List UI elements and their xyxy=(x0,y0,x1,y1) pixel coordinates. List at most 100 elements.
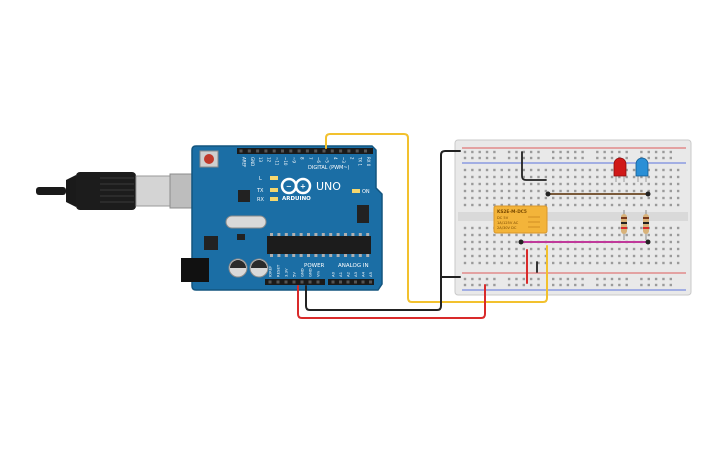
digital-pin[interactable] xyxy=(289,149,293,153)
chip-pin xyxy=(292,233,296,236)
breadboard-hole xyxy=(574,189,577,193)
resistor-2[interactable] xyxy=(643,210,649,240)
power-analog-header[interactable] xyxy=(265,279,374,285)
breadboard-rail-hole xyxy=(581,156,584,160)
voltage-regulator xyxy=(204,236,218,250)
breadboard-hole xyxy=(632,261,636,265)
power-pin[interactable] xyxy=(284,280,288,284)
digital-pin[interactable] xyxy=(264,149,268,153)
breadboard-hole xyxy=(493,240,496,244)
breadboard-rail-hole xyxy=(529,156,533,160)
breadboard-hole xyxy=(603,203,606,207)
analog-pin[interactable] xyxy=(354,280,357,284)
resistor-1[interactable] xyxy=(621,210,627,240)
usb-cable[interactable] xyxy=(36,172,201,210)
breadboard-hole xyxy=(669,226,672,230)
breadboard-hole xyxy=(640,189,643,193)
digital-pin[interactable] xyxy=(330,149,334,153)
digital-pin[interactable] xyxy=(355,149,359,153)
digital-pin[interactable] xyxy=(297,149,301,153)
chip-pin xyxy=(366,254,370,257)
digital-pin[interactable] xyxy=(339,149,343,153)
analog-pin[interactable] xyxy=(369,280,372,284)
digital-pin[interactable] xyxy=(347,149,351,153)
breadboard-hole xyxy=(566,261,570,265)
breadboard-rail-hole xyxy=(515,150,518,154)
digital-pin[interactable] xyxy=(272,149,276,153)
analog-pin[interactable] xyxy=(361,280,365,284)
analog-pin[interactable] xyxy=(331,280,335,284)
breadboard-hole xyxy=(581,189,584,193)
power-pin[interactable] xyxy=(308,280,312,284)
digital-pin[interactable] xyxy=(256,149,260,153)
breadboard-hole xyxy=(493,233,496,237)
led-blue[interactable] xyxy=(635,157,649,182)
led-tx-label: TX xyxy=(256,188,264,194)
digital-header[interactable] xyxy=(237,148,373,154)
breadboard-hole xyxy=(662,254,665,258)
relay-line1: DC 5V xyxy=(497,216,509,220)
power-pin[interactable] xyxy=(276,280,280,284)
breadboard-rail-hole xyxy=(618,150,621,154)
analog-pin-label: A2 xyxy=(346,271,351,277)
breadboard[interactable] xyxy=(454,139,692,296)
breadboard-hole xyxy=(471,168,474,172)
breadboard-rail-hole xyxy=(471,150,474,154)
relay-module[interactable]: KS2E-M-DC5 DC 5V 1A/125V AC 2A/30V DC xyxy=(493,205,548,234)
breadboard-hole xyxy=(625,196,628,200)
usb-plug-body xyxy=(76,172,136,210)
breadboard-hole xyxy=(507,182,511,186)
digital-pin[interactable] xyxy=(281,149,284,153)
breadboard-hole xyxy=(610,168,614,172)
chip-pin xyxy=(277,254,281,257)
breadboard-rail-hole xyxy=(566,283,570,287)
breadboard-hole xyxy=(515,175,518,179)
breadboard-hole xyxy=(529,182,533,186)
digital-pin[interactable] xyxy=(305,149,309,153)
breadboard-rail-hole xyxy=(515,283,518,287)
breadboard-hole xyxy=(662,168,665,172)
analog-pin[interactable] xyxy=(346,280,350,284)
breadboard-rail-hole xyxy=(610,277,614,281)
analog-pin[interactable] xyxy=(339,280,342,284)
led-red[interactable] xyxy=(613,157,627,182)
wire-black-jumper[interactable] xyxy=(521,151,547,181)
breadboard-rail-hole xyxy=(574,150,577,154)
icsp-header xyxy=(357,205,369,223)
wire-endpoint xyxy=(645,239,651,245)
breadboard-hole xyxy=(654,254,658,258)
breadboard-hole xyxy=(588,261,592,265)
breadboard-hole xyxy=(581,203,584,207)
breadboard-hole xyxy=(647,261,650,265)
digital-pin[interactable] xyxy=(247,149,251,153)
reset-button-cap[interactable] xyxy=(204,154,214,164)
breadboard-hole xyxy=(625,182,628,186)
digital-pin[interactable] xyxy=(322,149,326,153)
breadboard-hole xyxy=(478,261,481,265)
power-pin[interactable] xyxy=(316,280,320,284)
power-pin[interactable] xyxy=(300,280,304,284)
breadboard-hole xyxy=(676,168,680,172)
breadboard-rail-hole xyxy=(493,277,496,281)
breadboard-hole xyxy=(471,226,474,230)
arduino-uno-board[interactable]: L TX RX ON − + UNO ARDUINO DIGITAL (PWM~… xyxy=(181,145,383,291)
power-pin[interactable] xyxy=(292,280,296,284)
breadboard-hole xyxy=(478,189,481,193)
digital-pin[interactable] xyxy=(314,149,318,153)
analog-pin-label: A1 xyxy=(338,271,343,277)
digital-pin[interactable] xyxy=(364,149,367,153)
breadboard-hole xyxy=(574,226,577,230)
digital-pin[interactable] xyxy=(239,149,243,153)
breadboard-hole xyxy=(552,247,555,251)
breadboard-hole xyxy=(610,196,614,200)
wire-black-gnd[interactable] xyxy=(305,150,461,311)
wire-red-5v[interactable] xyxy=(297,284,486,319)
breadboard-hole xyxy=(669,247,672,251)
wire-yellow-signal[interactable] xyxy=(325,133,548,303)
power-pin[interactable] xyxy=(268,280,272,284)
breadboard-rail-hole xyxy=(654,277,658,281)
breadboard-hole xyxy=(559,254,562,258)
breadboard-hole xyxy=(662,247,665,251)
breadboard-rail-hole xyxy=(559,156,562,160)
breadboard-rail-hole xyxy=(603,283,606,287)
